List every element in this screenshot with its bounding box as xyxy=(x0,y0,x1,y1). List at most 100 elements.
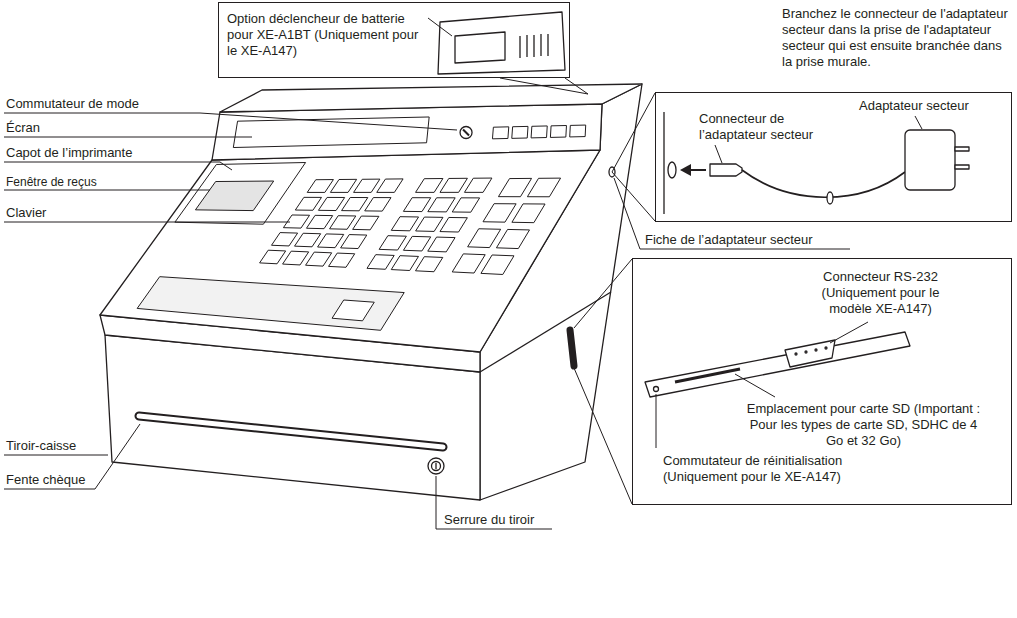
key xyxy=(452,254,485,273)
leader-line xyxy=(4,137,252,138)
key xyxy=(464,178,491,192)
part-label: Commutateur de réinitialisation (Uniquem… xyxy=(663,453,873,485)
part-label: Commutateur de mode xyxy=(6,96,139,112)
key xyxy=(353,216,379,230)
side-port-slot xyxy=(570,330,574,366)
function-key xyxy=(570,125,586,137)
mode-key xyxy=(463,129,469,135)
key xyxy=(272,233,298,246)
key xyxy=(468,229,501,248)
key xyxy=(496,229,529,248)
leader-line xyxy=(4,162,232,170)
sd-card-slot xyxy=(675,369,740,382)
key xyxy=(365,198,391,212)
key xyxy=(527,178,560,197)
key xyxy=(295,233,321,247)
vent-line xyxy=(533,35,534,57)
key xyxy=(330,179,356,192)
part-label: Fiche de l’adaptateur secteur xyxy=(645,232,813,248)
part-label: Connecteur RS-232 (Uniquement pour le mo… xyxy=(813,269,948,317)
key xyxy=(307,180,333,193)
leader-lines xyxy=(4,18,922,529)
callout-wedge xyxy=(500,78,588,94)
key xyxy=(260,250,286,264)
register-top xyxy=(220,84,642,112)
connector-plate xyxy=(645,332,910,397)
leader-line xyxy=(4,222,290,223)
part-label: Option déclencheur de batterie pour XE-A… xyxy=(227,11,427,59)
key xyxy=(428,237,455,252)
adapter-prong xyxy=(955,147,969,151)
leader-line xyxy=(656,394,657,448)
tray-recess xyxy=(332,300,374,321)
key xyxy=(306,215,332,228)
jack-hole-detail xyxy=(668,162,676,178)
function-key xyxy=(492,127,508,139)
key xyxy=(391,256,418,271)
key xyxy=(318,197,344,210)
keyboard-keys xyxy=(137,117,586,330)
receipt-window xyxy=(195,181,273,211)
vent-line xyxy=(540,34,541,56)
key xyxy=(283,251,309,265)
part-label: Fente chèque xyxy=(6,472,86,488)
battery-area-body xyxy=(438,12,565,74)
key xyxy=(330,216,356,230)
drawer-lock-core xyxy=(432,462,441,471)
part-label: Tiroir-caisse xyxy=(6,438,76,454)
key xyxy=(391,217,418,231)
key xyxy=(498,178,531,196)
callout-wedge xyxy=(612,93,655,221)
part-label: Emplacement pour carte SD (Important : P… xyxy=(741,401,986,449)
key xyxy=(512,204,545,223)
key xyxy=(377,179,403,192)
key xyxy=(428,198,455,212)
part-label: Écran xyxy=(6,120,40,136)
function-key xyxy=(550,126,566,138)
instruction-note: Branchez le connecteur de l'adaptateur s… xyxy=(782,6,1010,70)
printer-cover xyxy=(175,163,306,225)
key xyxy=(416,217,443,231)
key xyxy=(440,217,467,232)
check-slot-opening xyxy=(139,416,443,447)
leader-line xyxy=(4,455,108,456)
callout-wedge xyxy=(574,259,632,504)
vent-line xyxy=(526,35,527,57)
leader-line xyxy=(4,113,457,130)
battery-cover xyxy=(455,32,505,63)
register-side-edge xyxy=(663,112,664,214)
leader-line xyxy=(614,178,850,249)
check-slot xyxy=(139,416,443,447)
adapter-cable xyxy=(742,170,905,197)
leader-line xyxy=(715,145,722,163)
rs232-pin xyxy=(795,353,797,355)
part-label: Adaptateur secteur xyxy=(859,98,969,114)
part-label: Capot de l’imprimante xyxy=(6,145,132,161)
part-label: Connecteur de l’adaptateur secteur xyxy=(699,111,827,143)
display-riser xyxy=(212,104,602,160)
key xyxy=(440,178,467,192)
part-label: Clavier xyxy=(6,205,46,221)
leader-line xyxy=(4,424,140,489)
detail-panel: Connecteur RS-232 (Uniquement pour le mo… xyxy=(632,258,1012,505)
key xyxy=(329,253,355,267)
key xyxy=(416,179,443,193)
key xyxy=(354,179,380,192)
adapter-prong xyxy=(955,165,969,169)
key xyxy=(318,234,344,248)
keyboard-deck xyxy=(100,150,600,352)
key xyxy=(403,198,430,212)
leader-line xyxy=(830,322,868,343)
key xyxy=(367,255,394,270)
key xyxy=(295,197,321,210)
rs232-pin xyxy=(815,349,817,351)
key xyxy=(403,236,430,251)
key xyxy=(481,255,514,274)
leader-line xyxy=(735,374,775,397)
vent-line xyxy=(519,36,520,58)
part-label: Serrure du tiroir xyxy=(444,512,534,528)
adapter-plug xyxy=(710,164,742,176)
rs232-pin xyxy=(825,347,827,349)
insert-arrow-head xyxy=(680,164,691,176)
